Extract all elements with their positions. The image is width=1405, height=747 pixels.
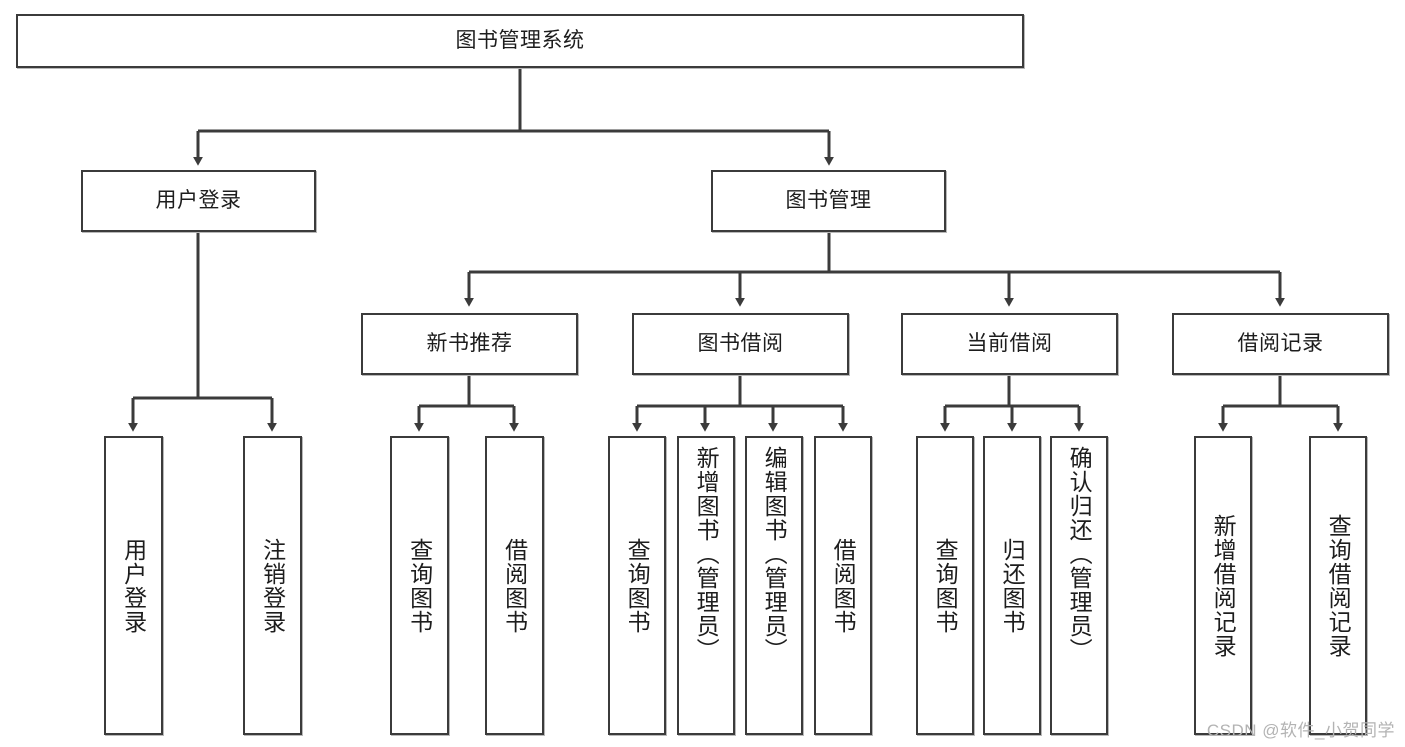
leaf-user-login-logout[interactable]: 注销登录 [243, 436, 302, 735]
node-label: 图书管理系统 [455, 29, 585, 53]
leaf-book-borrow-edit-book-admin[interactable]: 编辑图书（管理员） [745, 436, 803, 735]
leaf-borrow-record-add-record[interactable]: 新增借阅记录 [1194, 436, 1252, 735]
node-label: 归还图书 [999, 537, 1026, 634]
node-label: 用户登录 [155, 189, 242, 213]
leaf-current-borrow-confirm-return-admin[interactable]: 确认归还（管理员） [1050, 436, 1108, 735]
leaf-new-book-query-book[interactable]: 查询图书 [390, 436, 449, 735]
node-label: 注销登录 [259, 537, 286, 634]
leaf-current-borrow-return-book[interactable]: 归还图书 [983, 436, 1041, 735]
node-label: 查询图书 [932, 537, 959, 634]
leaf-current-borrow-query-book[interactable]: 查询图书 [916, 436, 974, 735]
node-label: 用户登录 [120, 537, 147, 634]
node-current-borrow[interactable]: 当前借阅 [901, 313, 1118, 375]
leaf-book-borrow-query-book[interactable]: 查询图书 [608, 436, 666, 735]
node-label: 查询图书 [406, 537, 433, 634]
node-label: 图书管理 [785, 189, 872, 213]
node-label: 新书推荐 [426, 332, 513, 356]
leaf-new-book-borrow-book[interactable]: 借阅图书 [485, 436, 544, 735]
leaf-borrow-record-query-record[interactable]: 查询借阅记录 [1309, 436, 1367, 735]
leaf-book-borrow-borrow-book[interactable]: 借阅图书 [814, 436, 872, 735]
node-label: 编辑图书（管理员） [761, 446, 788, 662]
node-user-login[interactable]: 用户登录 [81, 170, 316, 232]
node-label: 借阅图书 [501, 537, 528, 634]
node-label: 查询借阅记录 [1325, 513, 1352, 658]
node-label: 借阅图书 [830, 537, 857, 634]
node-book-borrow[interactable]: 图书借阅 [632, 313, 849, 375]
node-label: 当前借阅 [966, 332, 1053, 356]
node-borrow-record[interactable]: 借阅记录 [1172, 313, 1389, 375]
node-label: 借阅记录 [1237, 332, 1324, 356]
node-label: 确认归还（管理员） [1066, 446, 1093, 662]
node-label: 查询图书 [624, 537, 651, 634]
node-label: 图书借阅 [697, 332, 784, 356]
node-label: 新增图书（管理员） [693, 446, 720, 662]
leaf-user-login-login[interactable]: 用户登录 [104, 436, 163, 735]
node-book-management[interactable]: 图书管理 [711, 170, 946, 232]
csdn-watermark: CSDN @软件_小贺同学 [1206, 721, 1395, 740]
node-new-book-recommend[interactable]: 新书推荐 [361, 313, 578, 375]
node-root-book-management-system[interactable]: 图书管理系统 [16, 14, 1024, 68]
node-label: 新增借阅记录 [1210, 513, 1237, 658]
leaf-book-borrow-add-book-admin[interactable]: 新增图书（管理员） [677, 436, 735, 735]
